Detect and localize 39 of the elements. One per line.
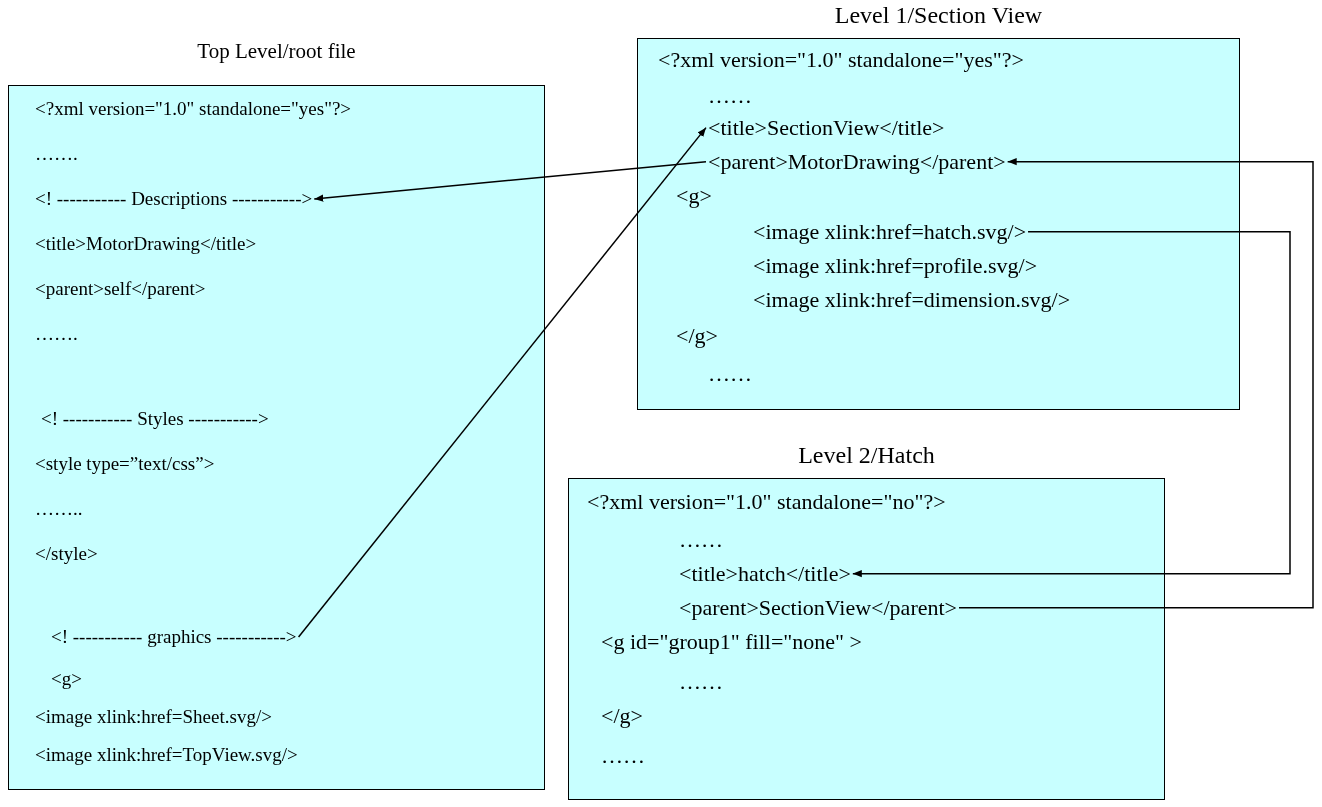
code-line: <title>hatch</title> [679, 561, 851, 587]
code-line: <style type=”text/css”> [35, 453, 215, 475]
box-heading: Top Level/root file [196, 39, 357, 64]
code-line: …… [708, 83, 752, 109]
code-line: <g> [51, 668, 82, 690]
code-line: <g id="group1" fill="none" > [601, 629, 862, 655]
code-line: <image xlink:href=TopView.svg/> [35, 744, 298, 766]
code-line: <image xlink:href=hatch.svg/> [753, 219, 1027, 245]
code-line: <parent>MotorDrawing</parent> [708, 149, 1006, 175]
code-line: <image xlink:href=dimension.svg/> [753, 287, 1071, 313]
code-line: </style> [35, 543, 98, 565]
code-line: …….. [35, 498, 83, 520]
box-heading: Level 1/Section View [833, 2, 1044, 29]
code-line: <title>MotorDrawing</title> [35, 233, 257, 255]
code-line: <image xlink:href=Sheet.svg/> [35, 706, 272, 728]
code-line: <?xml version="1.0" standalone="yes"?> [35, 98, 352, 120]
code-line: <! ----------- Styles -----------> [41, 408, 269, 430]
code-line: <g> [676, 183, 712, 209]
code-line: …… [601, 743, 645, 769]
code-line: </g> [601, 703, 643, 729]
code-line: <title>SectionView</title> [708, 115, 945, 141]
code-line: <image xlink:href=profile.svg/> [753, 253, 1038, 279]
arrow [958, 158, 1314, 609]
box-heading: Level 2/Hatch [797, 442, 936, 469]
code-line: …… [708, 361, 752, 387]
code-line: <parent>SectionView</parent> [679, 595, 957, 621]
code-line: <?xml version="1.0" standalone="yes"?> [658, 47, 1024, 73]
code-line: …… [679, 669, 723, 695]
code-line: <?xml version="1.0" standalone="no"?> [587, 489, 946, 515]
arrow [313, 160, 707, 202]
arrow [852, 230, 1291, 578]
arrow [297, 126, 707, 638]
code-line: <! ----------- graphics -----------> [51, 626, 297, 648]
code-line: <! ----------- Descriptions -----------> [35, 188, 313, 210]
code-line: ……. [35, 143, 78, 165]
code-line: <parent>self</parent> [35, 278, 206, 300]
code-line: …… [679, 527, 723, 553]
code-line: </g> [676, 323, 718, 349]
code-line: ……. [35, 323, 78, 345]
